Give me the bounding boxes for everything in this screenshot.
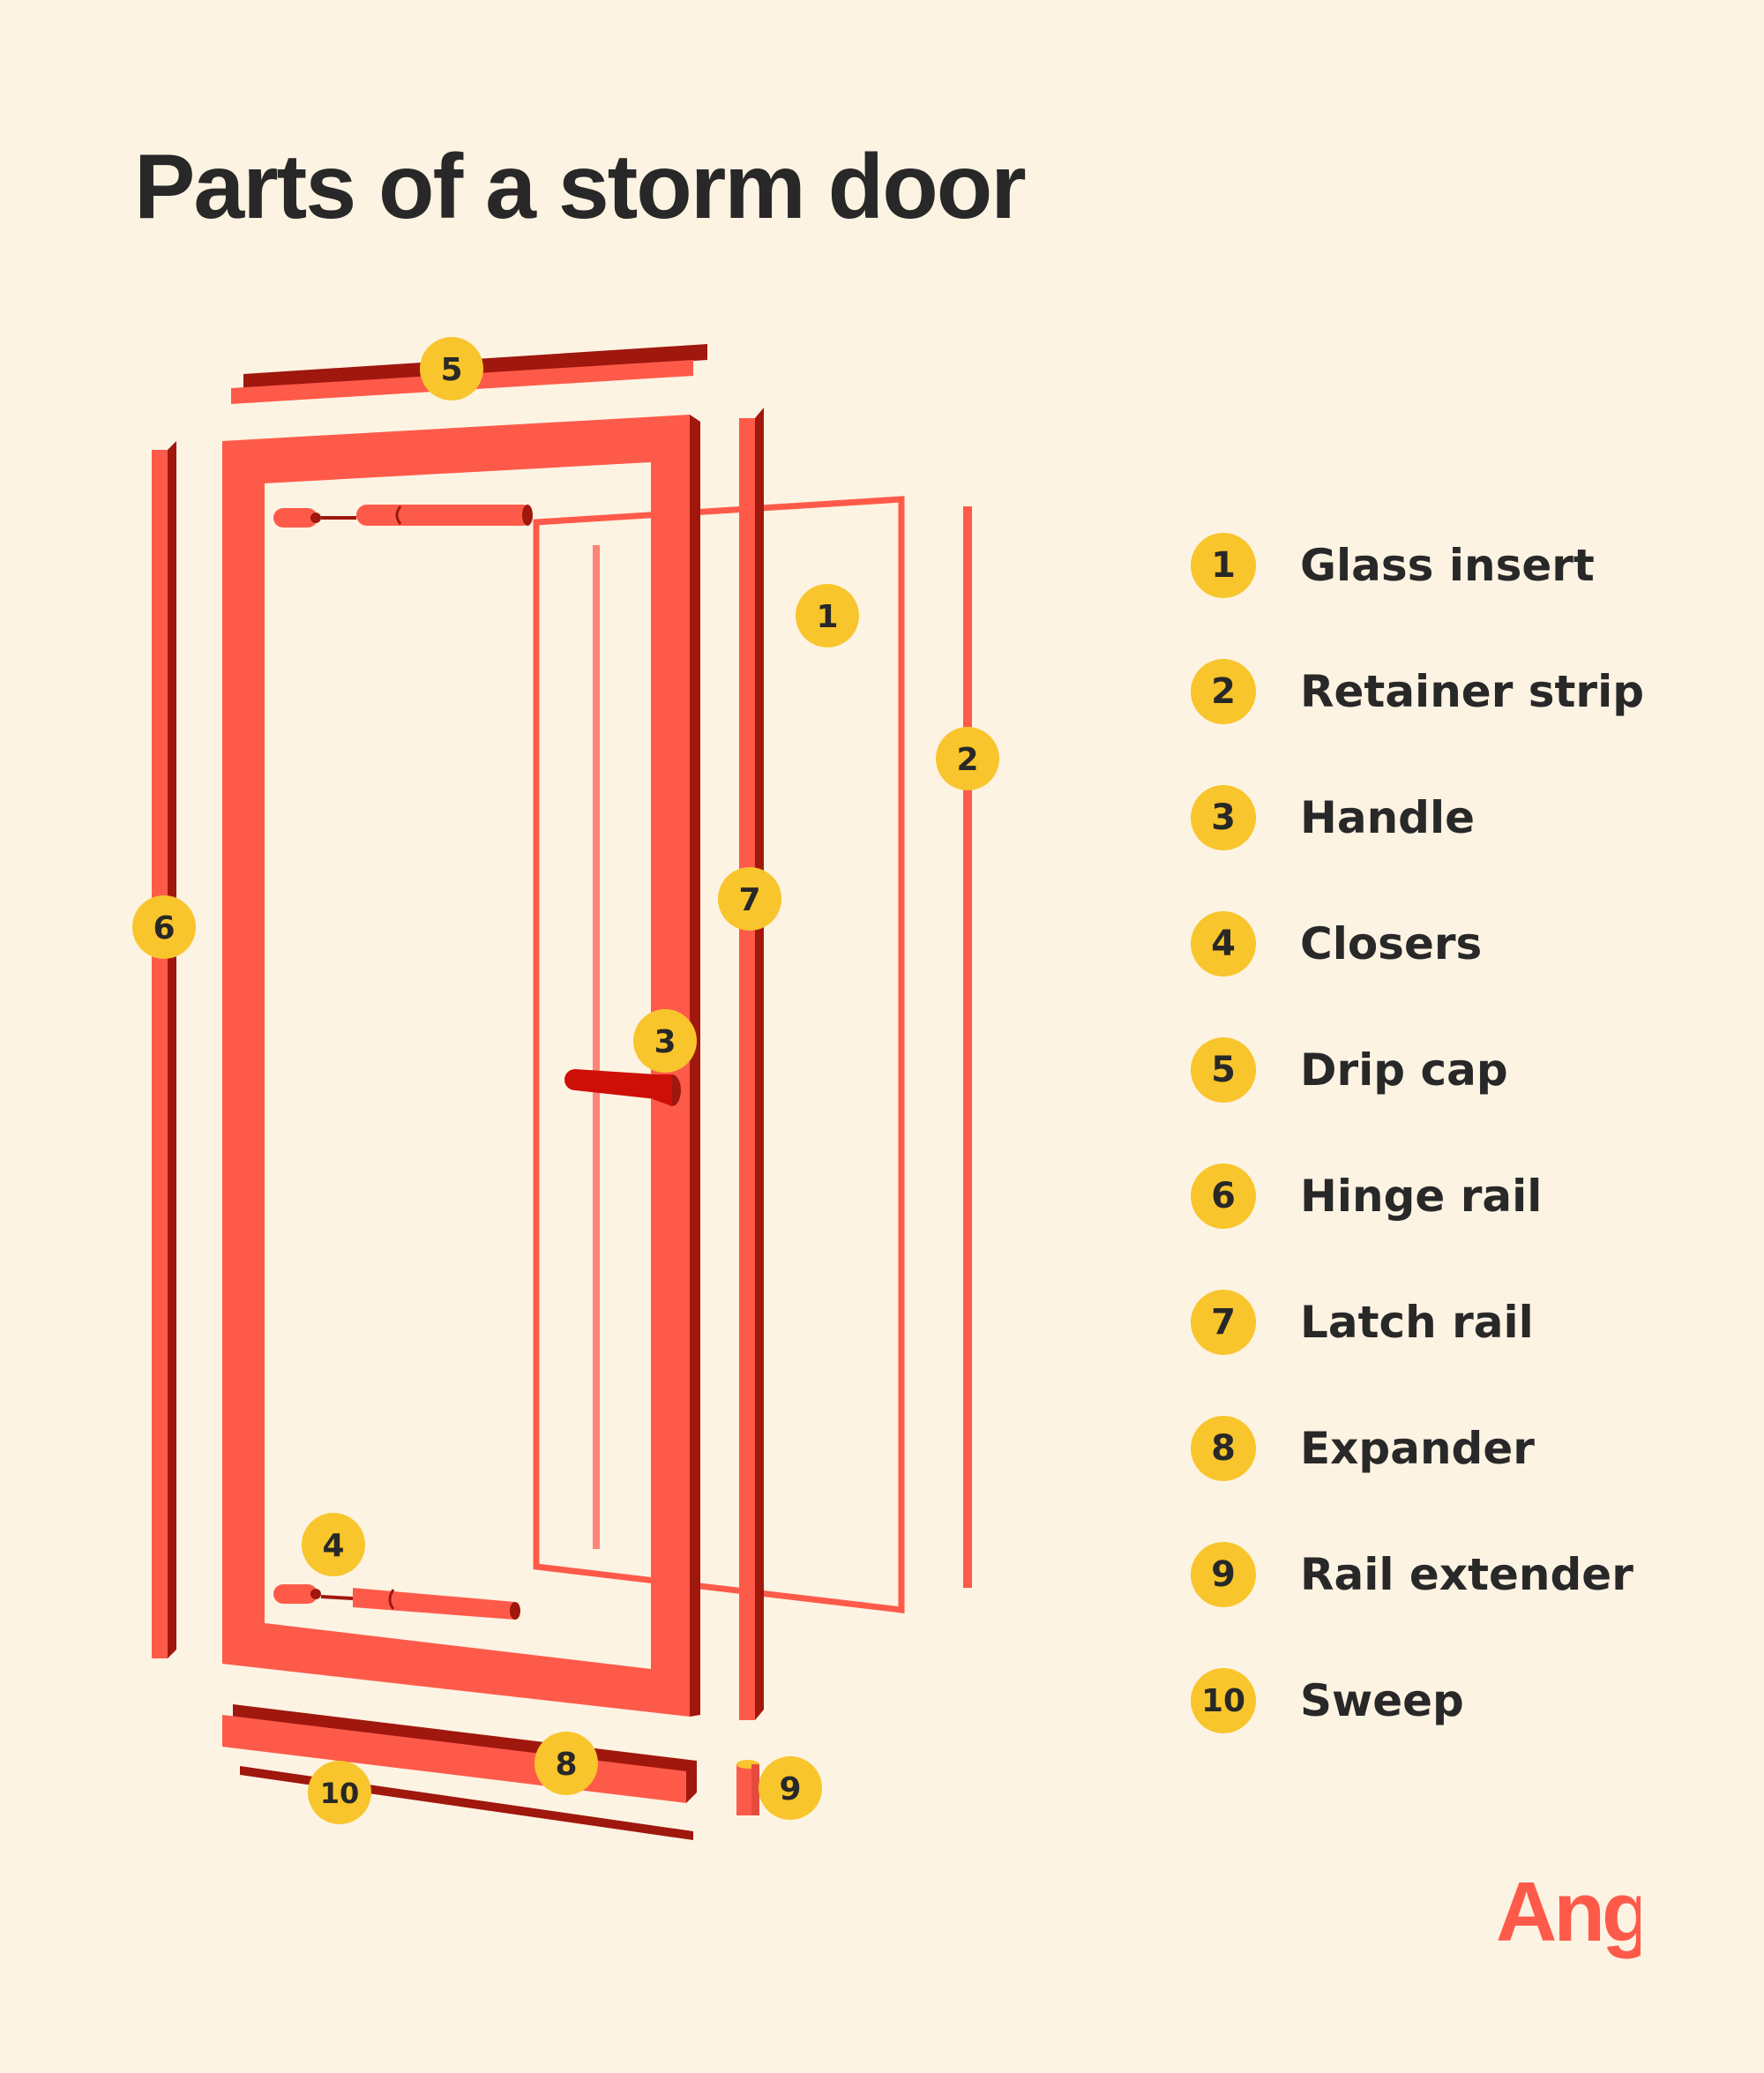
legend-label: Sweep bbox=[1300, 1675, 1464, 1726]
legend-item-latch-rail: 7 Latch rail bbox=[1191, 1290, 1534, 1355]
hinge-rail bbox=[152, 441, 176, 1658]
svg-text:6: 6 bbox=[153, 910, 175, 947]
legend-item-expander: 8 Expander bbox=[1191, 1416, 1535, 1481]
glass-insert bbox=[533, 496, 905, 1613]
legend-number: 2 bbox=[1191, 659, 1256, 724]
legend-label: Hinge rail bbox=[1300, 1171, 1543, 1222]
svg-text:2: 2 bbox=[956, 742, 978, 778]
legend-number: 5 bbox=[1191, 1037, 1256, 1103]
callout-4: 4 bbox=[302, 1513, 365, 1576]
svg-text:5: 5 bbox=[440, 352, 462, 388]
legend-number: 8 bbox=[1191, 1416, 1256, 1481]
callout-1: 1 bbox=[796, 584, 859, 647]
legend-label: Glass insert bbox=[1300, 540, 1595, 591]
svg-text:4: 4 bbox=[322, 1528, 344, 1564]
legend-label: Latch rail bbox=[1300, 1297, 1534, 1348]
door-frame bbox=[222, 415, 700, 1717]
legend-label: Drip cap bbox=[1300, 1044, 1508, 1096]
legend-number: 1 bbox=[1191, 533, 1256, 598]
legend-label: Retainer strip bbox=[1300, 666, 1645, 717]
rail-extender bbox=[736, 1760, 759, 1815]
page-title: Parts of a storm door bbox=[134, 136, 1027, 238]
legend-number: 6 bbox=[1191, 1164, 1256, 1229]
svg-text:3: 3 bbox=[654, 1024, 676, 1060]
legend-number: 3 bbox=[1191, 785, 1256, 850]
legend-item-hinge-rail: 6 Hinge rail bbox=[1191, 1164, 1542, 1229]
callout-8: 8 bbox=[534, 1732, 598, 1795]
legend-number: 10 bbox=[1191, 1668, 1256, 1733]
legend-item-drip-cap: 5 Drip cap bbox=[1191, 1037, 1508, 1103]
legend-label: Handle bbox=[1300, 792, 1476, 843]
callout-9: 9 bbox=[759, 1756, 822, 1820]
expander bbox=[222, 1704, 697, 1803]
callout-3: 3 bbox=[633, 1009, 697, 1073]
latch-rail bbox=[739, 408, 764, 1720]
legend-item-glass-insert: 1 Glass insert bbox=[1191, 533, 1595, 598]
callout-7: 7 bbox=[718, 867, 781, 931]
legend-number: 7 bbox=[1191, 1290, 1256, 1355]
legend-item-sweep: 10 Sweep bbox=[1191, 1668, 1464, 1733]
svg-text:7: 7 bbox=[738, 882, 760, 918]
angi-logo: Angi bbox=[1496, 1865, 1641, 1959]
retainer-strip bbox=[963, 506, 972, 1588]
callout-10: 10 bbox=[308, 1761, 371, 1824]
handle bbox=[564, 1069, 681, 1106]
legend-label: Closers bbox=[1300, 918, 1483, 969]
bottom-closer bbox=[273, 1584, 520, 1620]
svg-text:8: 8 bbox=[555, 1747, 577, 1783]
legend-item-closers: 4 Closers bbox=[1191, 911, 1482, 977]
callout-5: 5 bbox=[420, 337, 483, 400]
legend-item-rail-extender: 9 Rail extender bbox=[1191, 1542, 1633, 1607]
top-closer bbox=[273, 505, 533, 528]
legend-item-retainer-strip: 2 Retainer strip bbox=[1191, 659, 1644, 724]
legend-number: 9 bbox=[1191, 1542, 1256, 1607]
callout-6: 6 bbox=[132, 895, 196, 959]
callout-2: 2 bbox=[936, 727, 999, 790]
legend-label: Expander bbox=[1300, 1423, 1535, 1474]
svg-text:Angi: Angi bbox=[1496, 1865, 1641, 1959]
legend-label: Rail extender bbox=[1300, 1549, 1633, 1600]
svg-text:10: 10 bbox=[320, 1777, 360, 1810]
legend-item-handle: 3 Handle bbox=[1191, 785, 1475, 850]
legend-number: 4 bbox=[1191, 911, 1256, 977]
svg-text:9: 9 bbox=[779, 1771, 801, 1807]
svg-text:1: 1 bbox=[816, 599, 838, 635]
